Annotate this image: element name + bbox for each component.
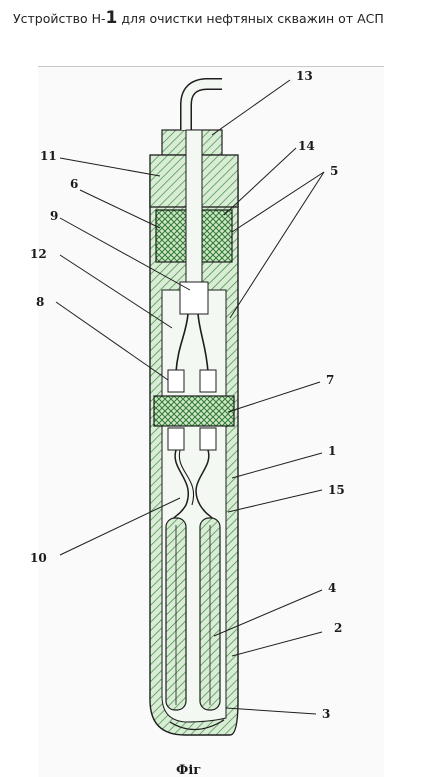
wire-b [197, 313, 209, 373]
wire-d [195, 449, 213, 519]
label-9: 9 [50, 209, 58, 223]
terminal-left-top [167, 369, 185, 393]
insulator-block [153, 395, 235, 427]
cable-rod [185, 129, 203, 301]
terminal-right-top [199, 369, 217, 393]
label-15: 15 [328, 483, 345, 497]
label-10: 10 [30, 551, 47, 565]
leader-lines [55, 79, 325, 715]
caption: Устройство Н-1 для очистки нефтяных сква… [13, 8, 384, 28]
label-1: 1 [328, 444, 336, 458]
label-13: 13 [296, 69, 313, 83]
label-8: 8 [36, 295, 44, 309]
label-11: 11 [40, 149, 57, 163]
figure-footer: Фіг [176, 763, 201, 776]
caption-model: 1 [105, 8, 118, 28]
wire-e [178, 449, 195, 506]
label-3: 3 [322, 707, 330, 721]
caption-prefix: Устройство Н- [13, 11, 106, 26]
terminal-right-bottom [199, 427, 217, 451]
bottom-tip [169, 719, 225, 731]
wire-a [175, 313, 189, 373]
label-7: 7 [326, 373, 334, 387]
label-14: 14 [298, 139, 315, 153]
label-5: 5 [330, 164, 338, 178]
terminal-left-bottom [167, 427, 185, 451]
label-12: 12 [30, 247, 47, 261]
label-2: 2 [334, 621, 342, 635]
label-4: 4 [328, 581, 336, 595]
wire-c [173, 449, 189, 519]
label-6: 6 [70, 177, 78, 191]
caption-suffix: для очистки нефтяных скважин от АСП [117, 11, 384, 26]
